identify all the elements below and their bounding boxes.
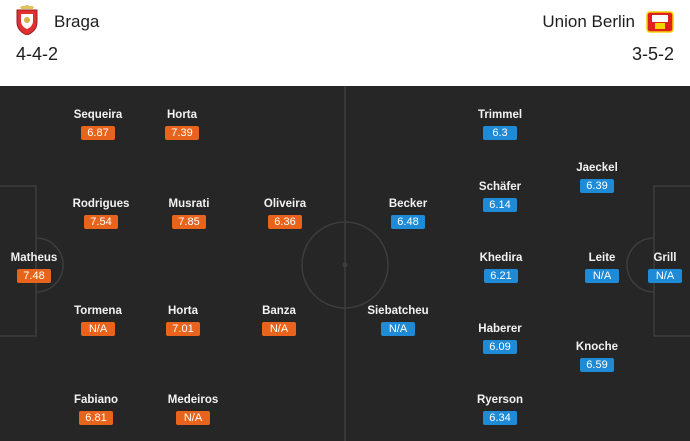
player-rating: 6.81	[79, 411, 113, 425]
home-formation: 4-4-2	[16, 44, 59, 64]
player-name: Knoche	[575, 341, 619, 353]
player-rating: N/A	[381, 322, 415, 336]
player-name: Leite	[588, 252, 616, 264]
player-rating: 7.01	[166, 322, 200, 336]
player-rating: N/A	[262, 322, 296, 336]
away-team-name[interactable]: Union Berlin	[542, 12, 635, 31]
away-player-trimmel[interactable]: Trimmel 6.3	[455, 108, 545, 141]
player-name: Siebatcheu	[367, 305, 429, 317]
away-player-knoche[interactable]: Knoche 6.59	[552, 340, 642, 373]
away-player-leite[interactable]: Leite N/A	[557, 251, 647, 284]
home-player-oliveira[interactable]: Oliveira 6.36	[240, 197, 330, 230]
player-name: Becker	[388, 198, 428, 210]
player-name: Schäfer	[478, 181, 522, 193]
player-name: Matheus	[10, 252, 58, 264]
away-player-schafer[interactable]: Schäfer 6.14	[455, 180, 545, 213]
player-name: Horta	[166, 109, 198, 121]
player-name: Grill	[653, 252, 677, 264]
player-name: Khedira	[479, 252, 523, 264]
player-rating: 6.48	[391, 215, 425, 229]
away-formation: 3-5-2	[631, 44, 674, 64]
player-rating: 6.87	[81, 126, 115, 140]
home-player-matheus[interactable]: Matheus 7.48	[0, 251, 79, 284]
player-rating: N/A	[585, 269, 619, 283]
player-name: Musrati	[168, 198, 210, 210]
player-rating: 6.3	[483, 126, 517, 140]
home-player-fabiano[interactable]: Fabiano 6.81	[51, 393, 141, 426]
player-name: Haberer	[478, 323, 522, 335]
away-player-becker[interactable]: Becker 6.48	[363, 197, 453, 230]
player-rating: 6.14	[483, 198, 517, 212]
away-player-khedira[interactable]: Khedira 6.21	[456, 251, 546, 284]
player-rating: 7.54	[84, 215, 118, 229]
player-rating: N/A	[648, 269, 682, 283]
player-name: Banza	[262, 305, 296, 317]
player-rating: 6.34	[483, 411, 517, 425]
player-name: Fabiano	[73, 394, 119, 406]
away-player-jaeckel[interactable]: Jaeckel 6.39	[552, 161, 642, 194]
home-player-medeiros[interactable]: Medeiros N/A	[148, 393, 238, 426]
match-header: Braga 4-4-2 Union Berlin 3-5-2	[0, 0, 690, 86]
player-rating: 6.59	[580, 358, 614, 372]
player-name: Oliveira	[263, 198, 307, 210]
home-player-rodrigues[interactable]: Rodrigues 7.54	[56, 197, 146, 230]
player-name: Horta	[167, 305, 199, 317]
braga-crest-icon	[15, 5, 39, 36]
player-name: Jaeckel	[576, 162, 618, 174]
home-player-horta-2[interactable]: Horta 7.01	[138, 304, 228, 337]
player-name: Rodrigues	[72, 198, 130, 210]
player-rating: N/A	[81, 322, 115, 336]
player-name: Tormena	[74, 305, 122, 317]
home-player-horta[interactable]: Horta 7.39	[137, 108, 227, 141]
player-rating: 7.48	[17, 269, 51, 283]
player-rating: 7.85	[172, 215, 206, 229]
home-player-banza[interactable]: Banza N/A	[234, 304, 324, 337]
player-rating: 6.21	[484, 269, 518, 283]
away-player-ryerson[interactable]: Ryerson 6.34	[455, 393, 545, 426]
pitch: Sequeira 6.87 Horta 7.39 Rodrigues 7.54 …	[0, 86, 690, 441]
home-player-tormena[interactable]: Tormena N/A	[53, 304, 143, 337]
player-rating: 6.36	[268, 215, 302, 229]
player-name: Sequeira	[73, 109, 123, 121]
home-player-musrati[interactable]: Musrati 7.85	[144, 197, 234, 230]
union-berlin-crest-icon	[646, 11, 674, 33]
home-player-sequeira[interactable]: Sequeira 6.87	[53, 108, 143, 141]
player-name: Medeiros	[167, 394, 219, 406]
player-rating: 7.39	[165, 126, 199, 140]
away-player-haberer[interactable]: Haberer 6.09	[455, 322, 545, 355]
away-player-siebatcheu[interactable]: Siebatcheu N/A	[353, 304, 443, 337]
player-name: Ryerson	[476, 394, 524, 406]
player-rating: N/A	[176, 411, 210, 425]
home-team-name[interactable]: Braga	[54, 12, 100, 31]
pitch-markings	[0, 86, 690, 441]
player-rating: 6.09	[483, 340, 517, 354]
player-name: Trimmel	[477, 109, 523, 121]
away-player-grill[interactable]: Grill N/A	[620, 251, 690, 284]
player-rating: 6.39	[580, 179, 614, 193]
